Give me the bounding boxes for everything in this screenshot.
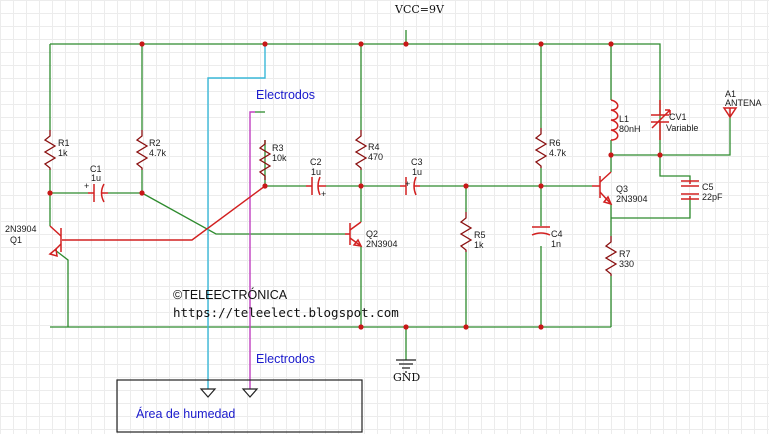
- resistor-r1: R1 1k: [43, 130, 70, 170]
- resistor-r2: R2 4.7k: [135, 130, 167, 170]
- svg-text:R5: R5: [474, 230, 486, 240]
- watermark-title: ©TELEECTRÓNICA: [173, 287, 288, 302]
- gnd-label: GND: [393, 371, 420, 384]
- svg-text:1k: 1k: [474, 240, 484, 250]
- wires: [49, 30, 731, 360]
- electrodes-bottom-label: Electrodos: [256, 352, 315, 366]
- electrodes-top-label: Electrodos: [256, 88, 315, 102]
- svg-text:Variable: Variable: [666, 123, 698, 133]
- ground-symbol: [396, 359, 416, 373]
- svg-text:1u: 1u: [311, 167, 321, 177]
- svg-text:C5: C5: [702, 182, 714, 192]
- capacitor-c3: + C3 1u: [400, 157, 423, 196]
- svg-text:C2: C2: [310, 157, 322, 167]
- magenta-probe-ground-icon: [241, 388, 259, 398]
- svg-text:C3: C3: [411, 157, 423, 167]
- capacitor-c1: + C1 1u: [84, 164, 108, 203]
- svg-text:R3: R3: [272, 143, 284, 153]
- svg-text:+: +: [405, 179, 410, 189]
- svg-text:R1: R1: [58, 138, 70, 148]
- transistor-q1: 2N3904 Q1: [5, 224, 62, 258]
- capacitor-c5: C5 22pF: [681, 180, 723, 202]
- resistor-r7: R7 330: [604, 236, 634, 276]
- svg-text:2N3904: 2N3904: [616, 194, 648, 204]
- svg-text:4.7k: 4.7k: [149, 148, 167, 158]
- cyan-probe-wire: [207, 44, 266, 389]
- feedback-wire: [62, 185, 266, 241]
- resistor-r3: R3 10k: [258, 140, 287, 180]
- svg-text:330: 330: [619, 259, 634, 269]
- svg-text:Q1: Q1: [10, 235, 22, 245]
- svg-text:+: +: [84, 181, 89, 191]
- svg-text:R4: R4: [368, 142, 380, 152]
- resistor-r6: R6 4.7k: [534, 128, 567, 168]
- inductor-l1: L1 80nH: [610, 99, 641, 141]
- antenna-a1: A1 ANTENA: [722, 89, 762, 119]
- svg-text:4.7k: 4.7k: [549, 148, 567, 158]
- resistor-r4: R4 470: [354, 130, 383, 170]
- svg-text:470: 470: [368, 152, 383, 162]
- svg-text:1n: 1n: [551, 239, 561, 249]
- svg-text:R6: R6: [549, 138, 561, 148]
- svg-text:C4: C4: [551, 229, 563, 239]
- svg-text:ANTENA: ANTENA: [725, 98, 762, 108]
- humidity-area-box: [116, 379, 363, 433]
- svg-text:2N3904: 2N3904: [366, 239, 398, 249]
- capacitor-c4: C4 1n: [531, 226, 563, 249]
- svg-text:C1: C1: [90, 164, 102, 174]
- svg-text:A1: A1: [725, 89, 736, 99]
- svg-text:22pF: 22pF: [702, 192, 723, 202]
- transistor-q3: Q3 2N3904: [592, 171, 648, 206]
- vcc-label: VCC=9V: [394, 3, 445, 16]
- svg-text:10k: 10k: [272, 153, 287, 163]
- capacitor-c2: + C2 1u: [306, 157, 326, 199]
- watermark-url: https://teleelect.blogspot.com: [173, 305, 399, 320]
- svg-text:80nH: 80nH: [619, 124, 641, 134]
- svg-text:R7: R7: [619, 249, 631, 259]
- svg-text:L1: L1: [619, 114, 629, 124]
- svg-text:1k: 1k: [58, 148, 68, 158]
- svg-text:+: +: [321, 189, 326, 199]
- svg-text:CV1: CV1: [669, 112, 687, 122]
- svg-text:Q3: Q3: [616, 184, 628, 194]
- cyan-probe-ground-icon: [199, 388, 217, 398]
- transistor-q2: Q2 2N3904: [345, 221, 398, 249]
- svg-text:1u: 1u: [412, 167, 422, 177]
- variable-capacitor-cv1: CV1 Variable: [651, 100, 698, 140]
- svg-text:2N3904: 2N3904: [5, 224, 37, 234]
- magenta-probe-wire: [249, 111, 255, 389]
- svg-text:Q2: Q2: [366, 229, 378, 239]
- humidity-area-label: Área de humedad: [136, 406, 235, 421]
- junction-dots: [47, 41, 663, 330]
- resistor-r5: R5 1k: [459, 212, 486, 252]
- svg-text:1u: 1u: [91, 173, 101, 183]
- svg-text:R2: R2: [149, 138, 161, 148]
